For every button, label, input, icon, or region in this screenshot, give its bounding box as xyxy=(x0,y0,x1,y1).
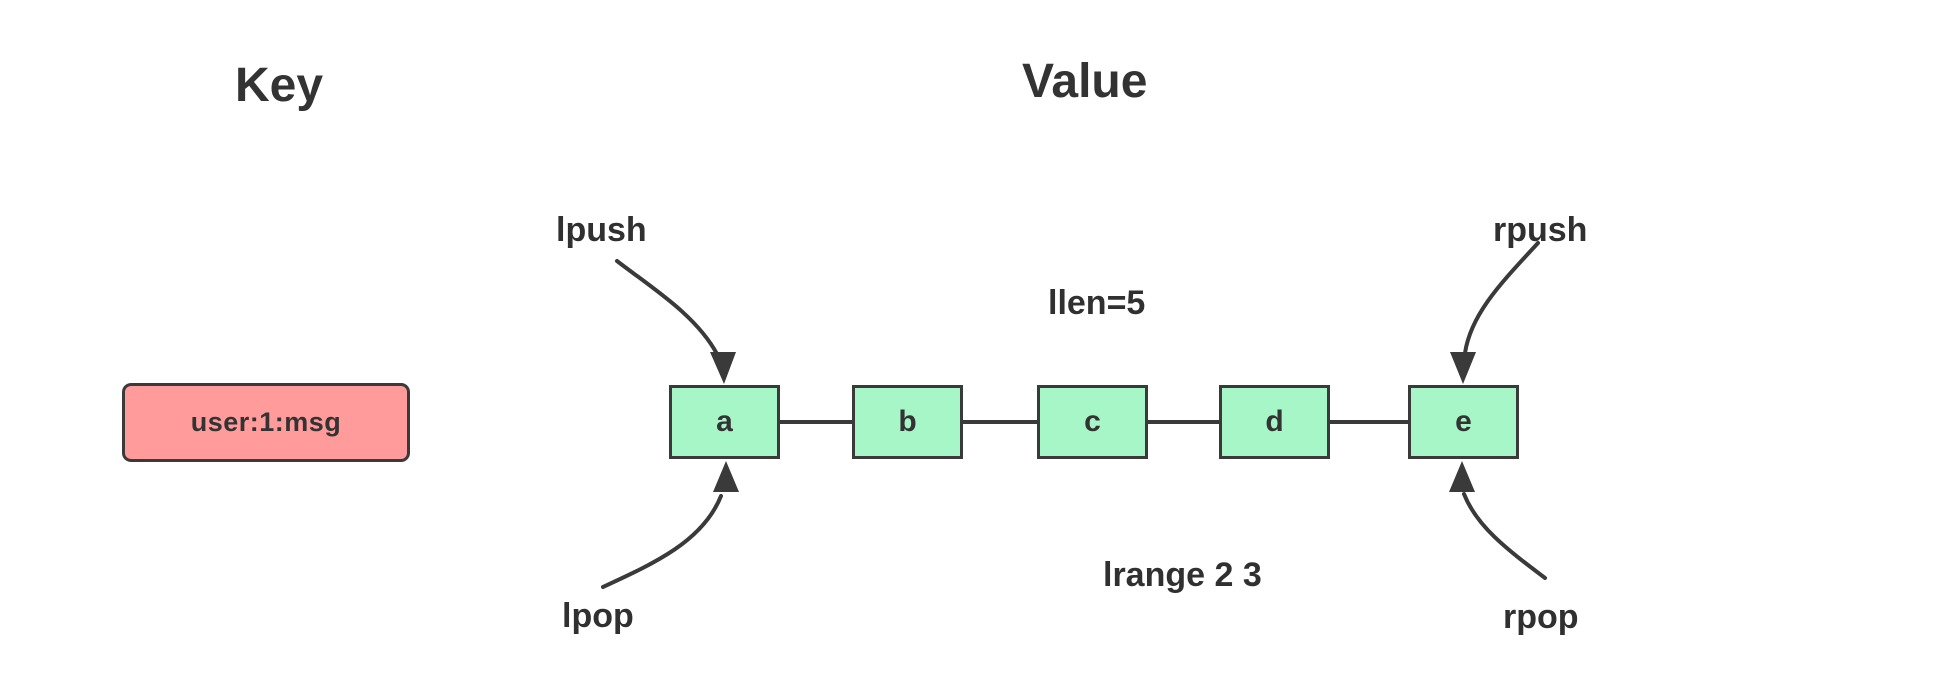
list-node-label: c xyxy=(1084,405,1101,438)
key-column-header: Key xyxy=(235,59,324,112)
rpop-arrowhead xyxy=(1449,461,1475,492)
llen-annotation: llen=5 xyxy=(1048,284,1146,322)
rpush-arrow-line xyxy=(1463,241,1540,355)
lpush-arrowhead xyxy=(710,352,736,384)
lpop-label: lpop xyxy=(562,597,634,635)
key-box-label: user:1:msg xyxy=(190,407,342,437)
list-node-label: a xyxy=(716,405,733,438)
list-node-e: e xyxy=(1408,385,1519,459)
lpush-label: lpush xyxy=(556,211,647,249)
lpush-arrow-line xyxy=(615,259,719,356)
list-node-a: a xyxy=(669,385,780,459)
rpush-arrowhead xyxy=(1450,352,1476,384)
list-node-label: b xyxy=(898,405,917,438)
key-box: user:1:msg xyxy=(122,383,410,462)
list-node-b: b xyxy=(852,385,963,459)
list-node-label: e xyxy=(1455,405,1472,438)
lpop-arrow-line xyxy=(601,494,723,589)
rpush-label: rpush xyxy=(1493,211,1588,249)
rpop-arrow-line xyxy=(1462,492,1547,580)
lrange-annotation: lrange 2 3 xyxy=(1103,556,1262,594)
list-node-label: d xyxy=(1265,405,1284,438)
value-column-header: Value xyxy=(1022,55,1148,108)
list-node-d: d xyxy=(1219,385,1330,459)
list-node-c: c xyxy=(1037,385,1148,459)
lpop-arrowhead xyxy=(713,461,739,492)
rpop-label: rpop xyxy=(1503,598,1579,636)
